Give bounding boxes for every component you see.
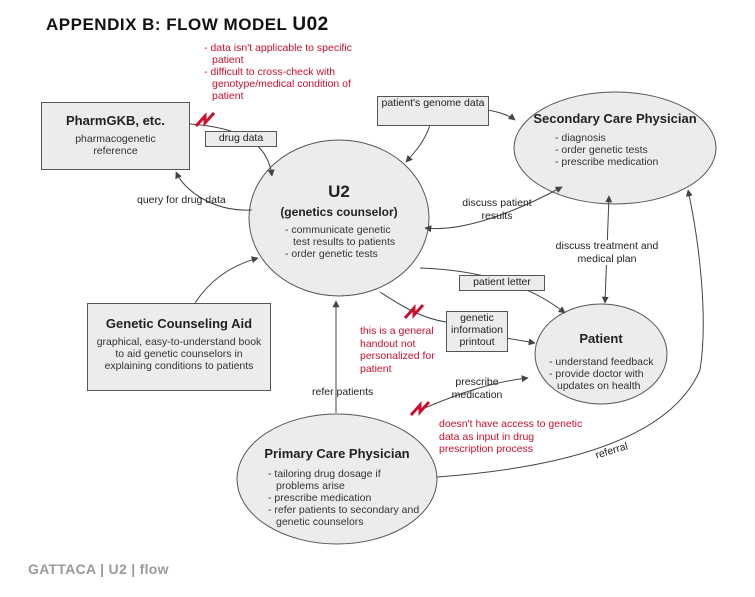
primary-breakdown-note: doesn't have access to genetic data as i… [439, 418, 583, 455]
drug-data-label: drug data [205, 131, 277, 147]
prescribe-arrow [419, 375, 529, 411]
aid-title: Genetic Counseling Aid [105, 316, 253, 331]
primary-activity: prescribe medication [266, 492, 426, 504]
printout-label: genetic information printout [446, 311, 508, 352]
primary-title: Primary Care Physician [264, 446, 410, 461]
breakdown-bolt-pharmgkb [194, 111, 216, 128]
u2-title: U2 [328, 182, 350, 201]
aid-desc: graphical, easy-to-understand book to ai… [96, 336, 262, 372]
u2-activity: order genetic tests [283, 248, 408, 260]
u2-activities: communicate genetic test results to pati… [283, 224, 408, 260]
patient-activity: provide doctor with updates on health [547, 368, 659, 392]
discuss-treatment-label: discuss treatment and medical plan [546, 240, 668, 265]
breakdown-bolt-primary [409, 400, 431, 417]
footer-label: GATTACA | U2 | flow [28, 561, 169, 577]
patient-activity: understand feedback [547, 356, 659, 368]
page-title: APPENDIX B: FLOW MODEL U02 [46, 14, 329, 36]
genome-data-label: patient's genome data [377, 96, 489, 126]
referral-arrow [436, 189, 704, 478]
query-label: query for drug data [137, 194, 226, 206]
pharmgkb-desc: pharmacogenetic reference [75, 133, 156, 157]
primary-activities: tailoring drug dosage if problems arise … [266, 468, 426, 528]
pharmgkb-box: PharmGKB, etc. pharmacogenetic reference [41, 102, 190, 170]
breakdown-note: data isn't applicable to specific patien… [202, 42, 352, 66]
handout-breakdown-note: this is a general handout not personaliz… [360, 325, 435, 375]
secondary-title: Secondary Care Physician [533, 111, 697, 126]
discuss-results-arrow [424, 186, 563, 233]
title-prefix: APPENDIX B: FLOW MODEL [46, 15, 293, 34]
title-model: U02 [292, 14, 329, 35]
pharmgkb-breakdown-notes: data isn't applicable to specific patien… [202, 42, 352, 102]
u2-activity: communicate genetic test results to pati… [283, 224, 408, 248]
printout-arrow [505, 337, 536, 346]
secondary-activity: order genetic tests [553, 144, 693, 156]
u2-subtitle: (genetics counselor) [280, 205, 398, 219]
genome-to-secondary-arrow [486, 109, 516, 121]
breakdown-bolt-handout [403, 303, 425, 320]
patient-letter-label: patient letter [459, 275, 545, 291]
primary-activity: tailoring drug dosage if problems arise [266, 468, 426, 492]
primary-activity: refer patients to secondary and genetic … [266, 504, 426, 528]
discuss-results-label: discuss patient results [462, 197, 532, 222]
refer-patients-label: refer patients [312, 386, 374, 398]
patient-activities: understand feedback provide doctor with … [547, 356, 659, 392]
secondary-activity: prescribe medication [553, 156, 693, 168]
prescribe-label: prescribe medication [451, 376, 503, 401]
patient-title: Patient [579, 331, 623, 346]
secondary-activities: diagnosis order genetic tests prescribe … [553, 132, 693, 168]
secondary-activity: diagnosis [553, 132, 693, 144]
genome-to-u2-arrow [405, 124, 431, 163]
breakdown-note: difficult to cross-check with genotype/m… [202, 66, 352, 102]
aid-box: Genetic Counseling Aid graphical, easy-t… [87, 303, 271, 391]
aid-to-u2-arrow [194, 256, 259, 304]
query-arrow [175, 171, 253, 211]
pharmgkb-title: PharmGKB, etc. [66, 113, 165, 128]
